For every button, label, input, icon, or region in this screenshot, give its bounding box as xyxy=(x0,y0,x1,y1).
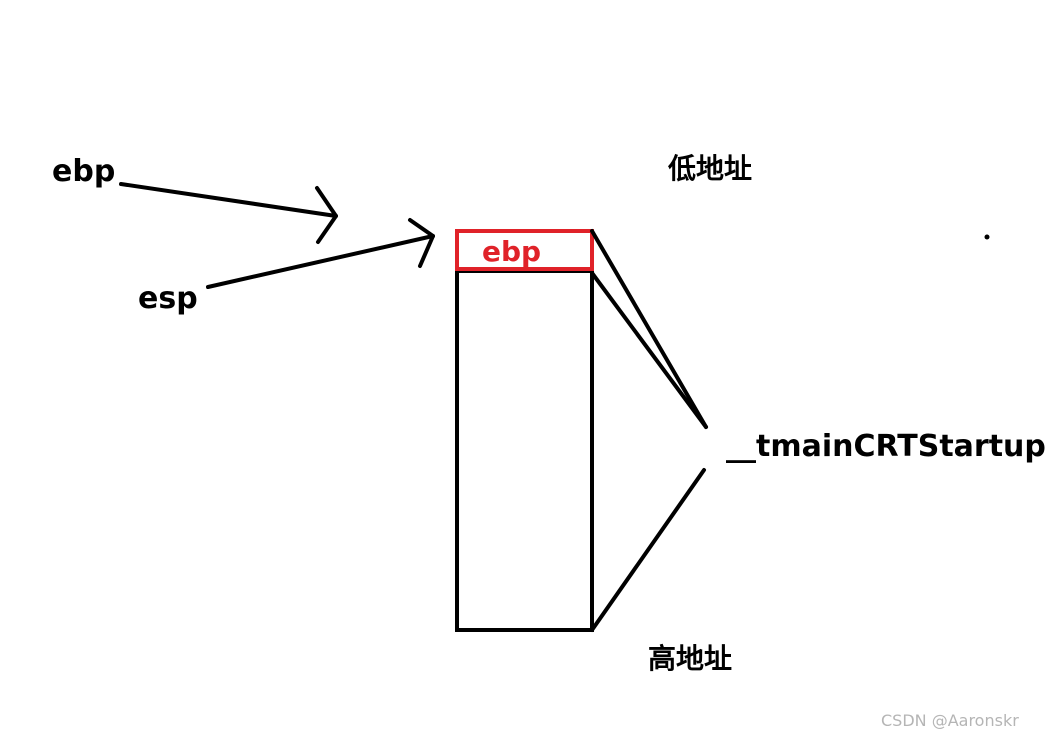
esp-arrow xyxy=(206,218,435,289)
ebp-pointer-label: ebp xyxy=(52,154,115,189)
high-address-label: 高地址 xyxy=(648,642,732,675)
stray-dot xyxy=(984,234,990,240)
watermark: CSDN @Aaronskr xyxy=(881,711,1019,730)
tmaincrtstartup-label: __tmainCRTStartup xyxy=(726,429,1046,464)
esp-pointer-label: esp xyxy=(138,281,198,316)
saved-ebp-label: ebp xyxy=(482,235,541,268)
low-address-label: 低地址 xyxy=(667,152,752,185)
saved-ebp-slot xyxy=(455,229,594,271)
ebp-arrow xyxy=(119,182,338,244)
stack-frame-box xyxy=(455,269,594,632)
frame-bracket-lines xyxy=(590,229,708,632)
